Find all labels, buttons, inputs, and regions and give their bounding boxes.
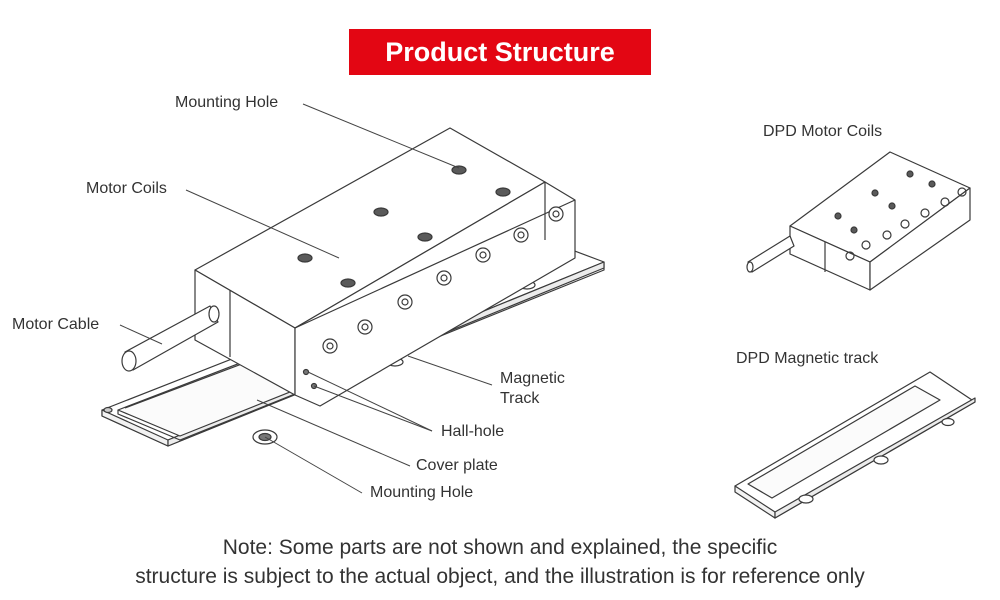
note-line-2: structure is subject to the actual objec…: [135, 565, 865, 588]
label-dpd-magnetic-track: DPD Magnetic track: [736, 350, 879, 367]
coil-top-holes: [297, 165, 511, 288]
label-magnetic-track: Magnetic Track: [500, 370, 565, 407]
label-motor-cable: Motor Cable: [12, 316, 100, 333]
label-hall-hole: Hall-hole: [441, 423, 505, 440]
motor-cable: [121, 305, 220, 372]
main-assembly: [101, 127, 605, 447]
dpd-magnetic-track-drawing: [734, 371, 976, 519]
page-title: Product Structure: [385, 36, 615, 67]
note-line-1: Note: Some parts are not shown and expla…: [222, 536, 778, 559]
label-motor-coils: Motor Coils: [86, 180, 167, 197]
leader-lines: [119, 103, 493, 494]
motor-coil-block: [194, 127, 576, 407]
title-banner: Product Structure: [349, 29, 651, 75]
track-hole-icon: [103, 406, 113, 414]
label-mounting-hole-bottom: Mounting Hole: [370, 484, 474, 501]
dpd-motor-coils-drawing: [746, 151, 971, 291]
label-cover-plate: Cover plate: [416, 457, 498, 474]
hall-hole-icon: [302, 368, 310, 376]
mounting-hole-top-icon: [451, 165, 467, 175]
reference-note: Note: Some parts are not shown and expla…: [0, 533, 1000, 591]
label-mounting-hole-top: Mounting Hole: [175, 94, 279, 111]
coil-side-clamps: [322, 206, 564, 354]
label-dpd-motor-coils: DPD Motor Coils: [763, 123, 883, 140]
